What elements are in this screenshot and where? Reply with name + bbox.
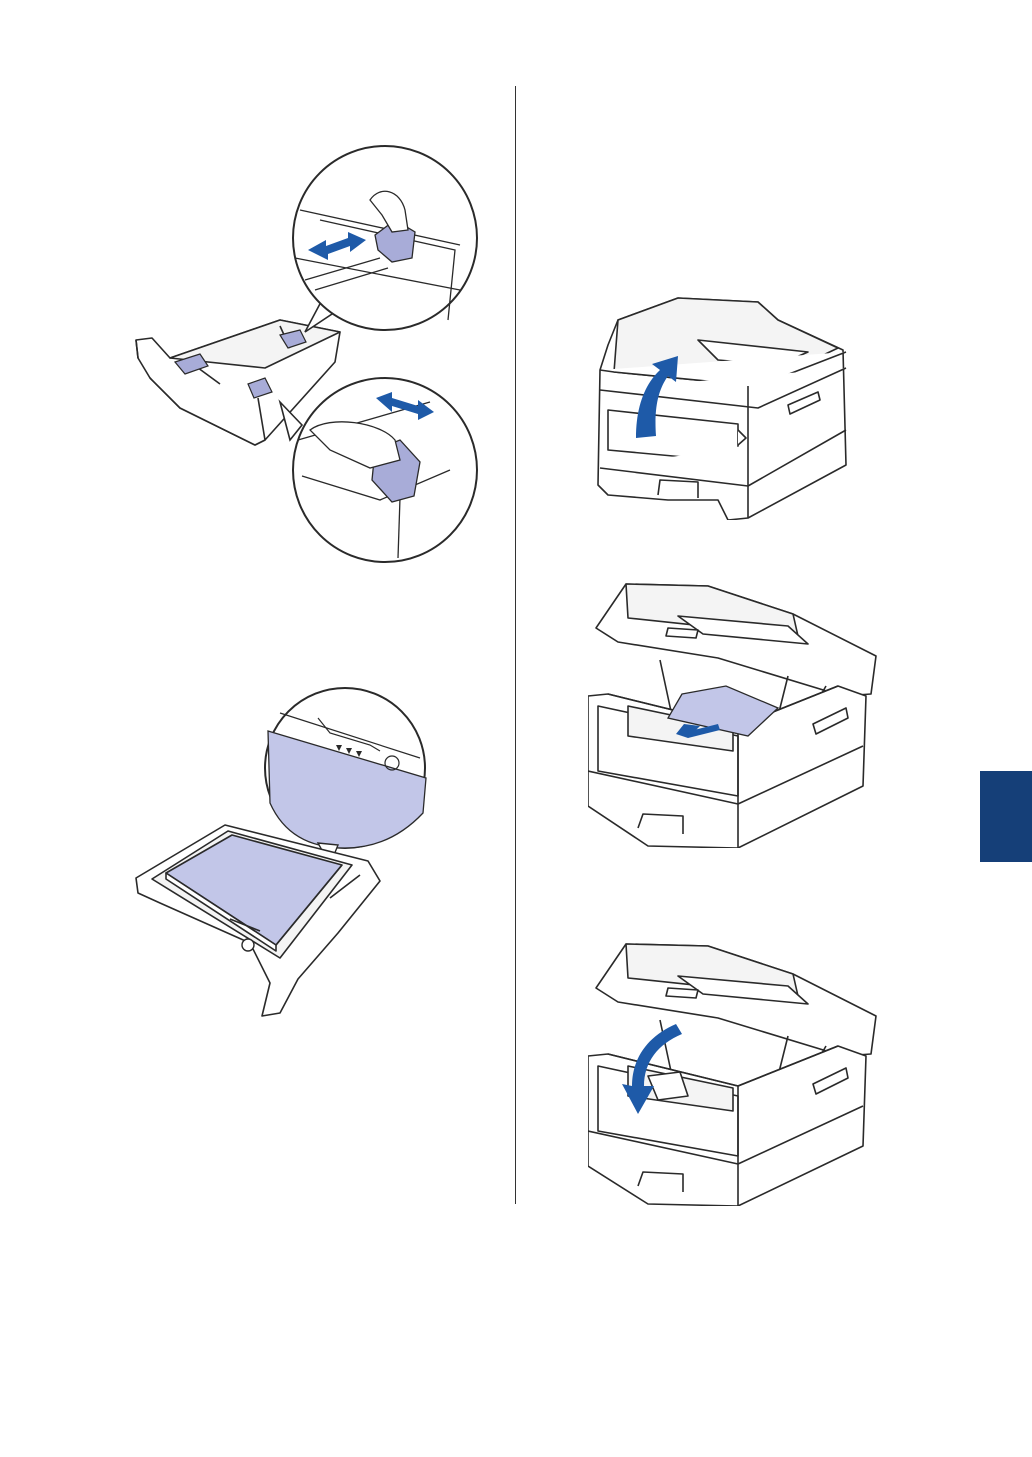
printer-remove-jam-illustration	[588, 576, 883, 848]
paper-tray-loaded-illustration	[130, 683, 430, 1023]
paper-tray-guides-illustration	[130, 140, 480, 565]
column-divider	[515, 86, 516, 1204]
printer-scanner-close-illustration	[588, 936, 883, 1206]
chapter-tab	[980, 771, 1032, 862]
printer-scanner-open-illustration	[578, 290, 858, 520]
